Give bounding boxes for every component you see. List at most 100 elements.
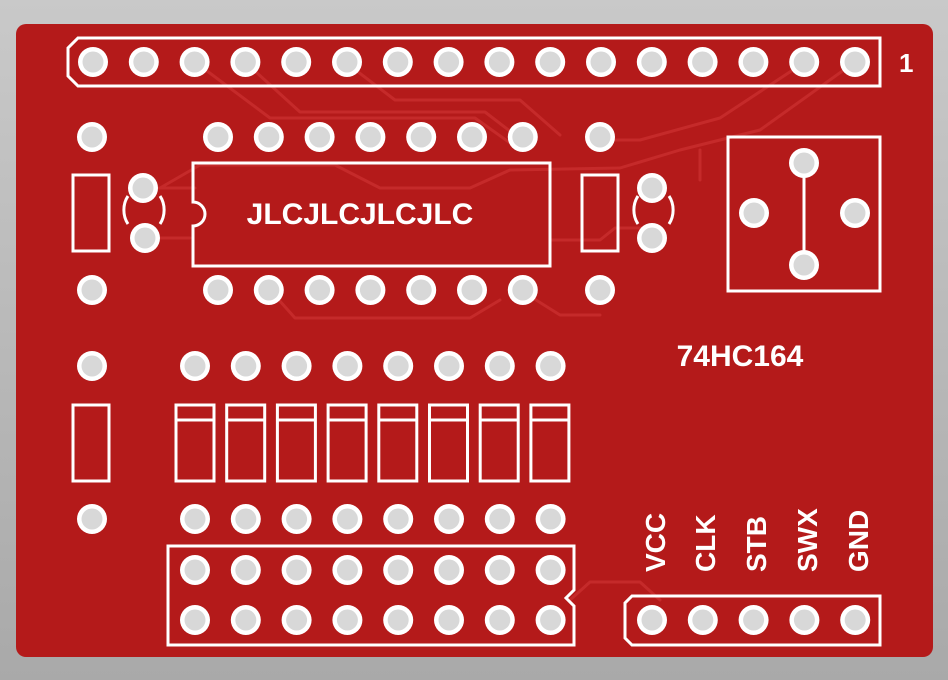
bottom-header-pad xyxy=(332,555,363,585)
led-pad xyxy=(230,351,261,381)
header-pin-pad xyxy=(332,47,362,77)
bottom-header-pad xyxy=(484,555,515,585)
led-pad xyxy=(535,504,566,534)
header-pin-pad xyxy=(382,47,413,77)
ic-pin-pad xyxy=(457,122,487,152)
header-pin-pad xyxy=(687,47,718,77)
led-outline xyxy=(478,403,520,483)
ic-marking: JLCJLCJLCJLC xyxy=(247,198,474,231)
header-pin-pad xyxy=(636,47,667,77)
led-outline xyxy=(529,403,571,483)
button-pad xyxy=(840,198,870,228)
connector-pin-pad xyxy=(738,605,769,635)
led-array-outlines xyxy=(174,403,571,483)
led-pad xyxy=(535,351,566,381)
button-pad xyxy=(739,198,769,228)
silkscreen xyxy=(66,36,882,647)
header-pin-pad xyxy=(484,47,515,77)
lower-left-resistor-outline xyxy=(71,403,111,483)
right-resistor-outline xyxy=(580,173,620,253)
header-pin-pad xyxy=(586,47,616,77)
connector-labels: VCC CLK STB SWX GND xyxy=(640,508,874,572)
pin-label-clk: CLK xyxy=(690,514,721,572)
header-pin-pad xyxy=(789,47,820,77)
ic-pin-pad xyxy=(406,122,437,152)
ic-pin-pad xyxy=(304,122,335,152)
button-pad xyxy=(789,148,819,178)
led-pad xyxy=(383,351,414,381)
bottom-header-pad xyxy=(434,605,464,635)
bottom-header-pad xyxy=(230,555,261,585)
right-capacitor-bracket xyxy=(632,195,675,225)
connector-outline xyxy=(623,594,882,647)
led-outline xyxy=(326,403,368,483)
led-pad xyxy=(484,504,515,534)
header-pin-pad xyxy=(281,47,312,77)
connector-pin-pad xyxy=(687,605,718,635)
led-outline xyxy=(428,403,469,483)
connector-pin-pad xyxy=(840,605,871,635)
component-pad xyxy=(77,275,107,305)
bottom-header-pad xyxy=(230,605,261,635)
led-pad xyxy=(180,504,210,534)
header-pin-pad xyxy=(738,47,769,77)
ic-pin-pad xyxy=(457,275,487,305)
bottom-header-outline xyxy=(166,544,576,647)
pin-label-gnd: GND xyxy=(843,510,874,572)
bottom-header-pad xyxy=(332,605,363,635)
resistor-pad xyxy=(77,504,107,534)
led-pad xyxy=(434,351,464,381)
ic-pin-pad xyxy=(253,122,284,152)
pin-label-stb: STB xyxy=(741,516,772,572)
led-pad xyxy=(332,504,363,534)
ic-pin-pad xyxy=(203,122,233,152)
led-pad xyxy=(230,504,261,534)
connector-pin-pad xyxy=(637,605,667,635)
bottom-header-pad xyxy=(484,605,515,635)
led-outline xyxy=(377,403,419,483)
ic-outline xyxy=(191,161,552,268)
led-outline xyxy=(275,403,317,483)
bottom-header-pad xyxy=(535,605,566,635)
component-pad xyxy=(637,223,667,253)
component-pad xyxy=(585,275,615,305)
led-outline xyxy=(174,403,216,483)
bottom-header-pad xyxy=(434,555,464,585)
ic-pin-pad xyxy=(507,122,538,152)
ic-pin-pad xyxy=(355,122,386,152)
pin1-marker: 1 xyxy=(899,48,913,78)
led-outline xyxy=(225,403,267,483)
led-pad xyxy=(484,351,515,381)
left-resistor-outline xyxy=(71,173,111,253)
ic-pin-pad xyxy=(355,275,386,305)
header-pin-pad xyxy=(128,47,159,77)
ic-pin-pad xyxy=(507,275,538,305)
header-pin-pad xyxy=(230,47,261,77)
led-pad xyxy=(180,351,210,381)
led-pad xyxy=(434,504,464,534)
header-pin-pad xyxy=(433,47,464,77)
button-outline xyxy=(726,135,882,293)
component-pad xyxy=(585,122,615,152)
bottom-header-pad xyxy=(281,555,312,585)
header-pin-pad xyxy=(840,47,870,77)
pcb-board xyxy=(16,24,933,657)
led-pad xyxy=(281,504,312,534)
left-capacitor-bracket xyxy=(122,195,166,225)
led-pad xyxy=(383,504,414,534)
ic-pin-pad xyxy=(253,275,284,305)
component-pad xyxy=(637,173,667,203)
bottom-header-pad xyxy=(383,605,414,635)
component-pad xyxy=(128,173,158,203)
chip-name-label: 74HC164 xyxy=(677,340,804,373)
led-pad xyxy=(332,351,363,381)
led-pad xyxy=(281,351,312,381)
resistor-pad xyxy=(77,351,107,381)
header-pin-pad xyxy=(179,47,210,77)
button-pad xyxy=(789,250,819,280)
ic-pin-pad xyxy=(406,275,437,305)
bottom-header-pad xyxy=(535,555,566,585)
ic-pin-pad xyxy=(203,275,233,305)
header-pin-pad xyxy=(535,47,566,77)
